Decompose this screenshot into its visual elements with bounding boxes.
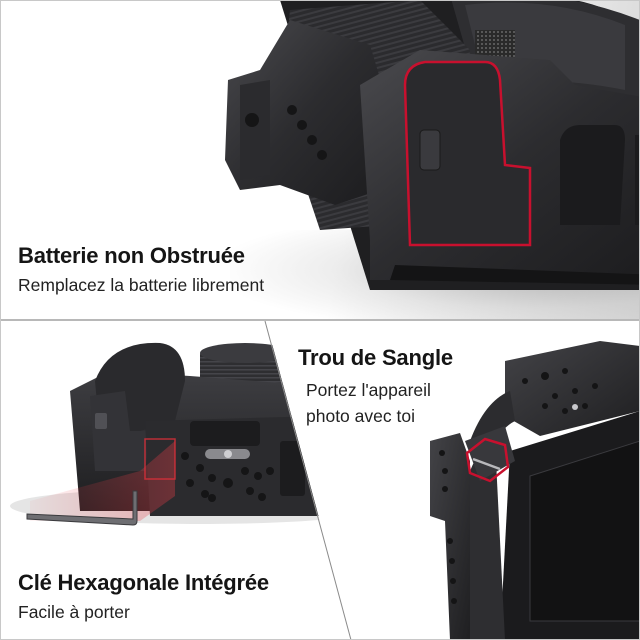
hex-key-subtitle: Facile à porter: [18, 602, 130, 622]
hex-key-title: Clé Hexagonale Intégrée: [18, 570, 269, 595]
panel-battery: Batterie non Obstruée Remplacez la batte…: [0, 0, 640, 320]
battery-caption: Batterie non Obstruée Remplacez la batte…: [18, 243, 264, 297]
hex-key-caption: Clé Hexagonale Intégrée Facile à porter: [18, 570, 269, 624]
battery-title: Batterie non Obstruée: [18, 243, 245, 268]
camera-cage-strap-image: [430, 341, 640, 640]
battery-subtitle: Remplacez la batterie librement: [18, 275, 265, 295]
camera-cage-battery-image: [225, 0, 640, 290]
horizontal-divider: [0, 319, 640, 321]
